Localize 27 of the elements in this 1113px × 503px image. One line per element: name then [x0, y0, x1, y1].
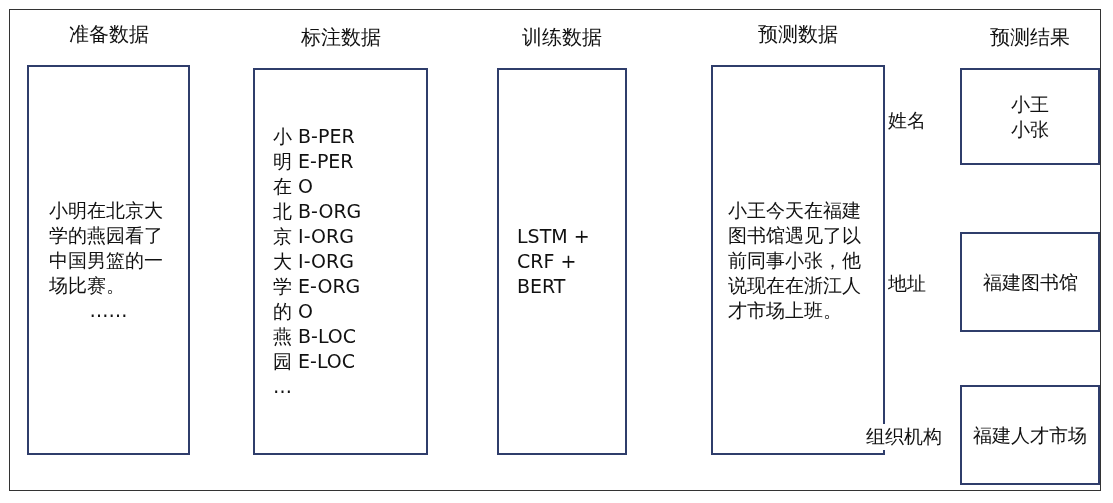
text-box: [960, 385, 1100, 485]
column-heading: 训练数据: [521, 24, 603, 51]
box-text: 小明在北京大学的燕园看了中国男篮的一场比赛。: [48, 197, 164, 298]
box-text: …: [273, 374, 292, 399]
column-heading: 标注数据: [299, 24, 382, 51]
box-text: 燕 B-LOC: [273, 324, 357, 349]
box-text: 园 E-LOC: [273, 349, 356, 374]
box-text: 大 I-ORG: [273, 249, 354, 274]
column-heading: 准备数据: [67, 21, 150, 48]
box-text: 明 E-PER: [273, 149, 354, 174]
text-box: [960, 232, 1100, 332]
box-text: 小 B-PER: [273, 124, 355, 149]
category-label: 组织机构: [866, 424, 942, 450]
box-text: 学 E-ORG: [273, 274, 361, 299]
column-heading: 预测数据: [757, 21, 839, 48]
box-text: 小王: [1011, 91, 1049, 117]
box-text: LSTM + CRF + BERT: [517, 224, 591, 299]
box-text: 小张: [1011, 116, 1049, 142]
column-heading: 预测结果: [989, 24, 1071, 51]
box-text: 在 O: [273, 174, 313, 199]
box-text: 小王今天在福建图书馆遇见了以前同事小张，他说现在在浙江人才市场上班。: [728, 197, 862, 323]
box-text: 福建人才市场: [973, 422, 1087, 448]
box-text: 北 B-ORG: [273, 199, 362, 224]
box-text: 京 I-ORG: [273, 224, 354, 249]
box-text: 的 O: [273, 299, 313, 324]
box-text: ……: [88, 297, 129, 323]
box-text: 福建图书馆: [982, 269, 1078, 295]
